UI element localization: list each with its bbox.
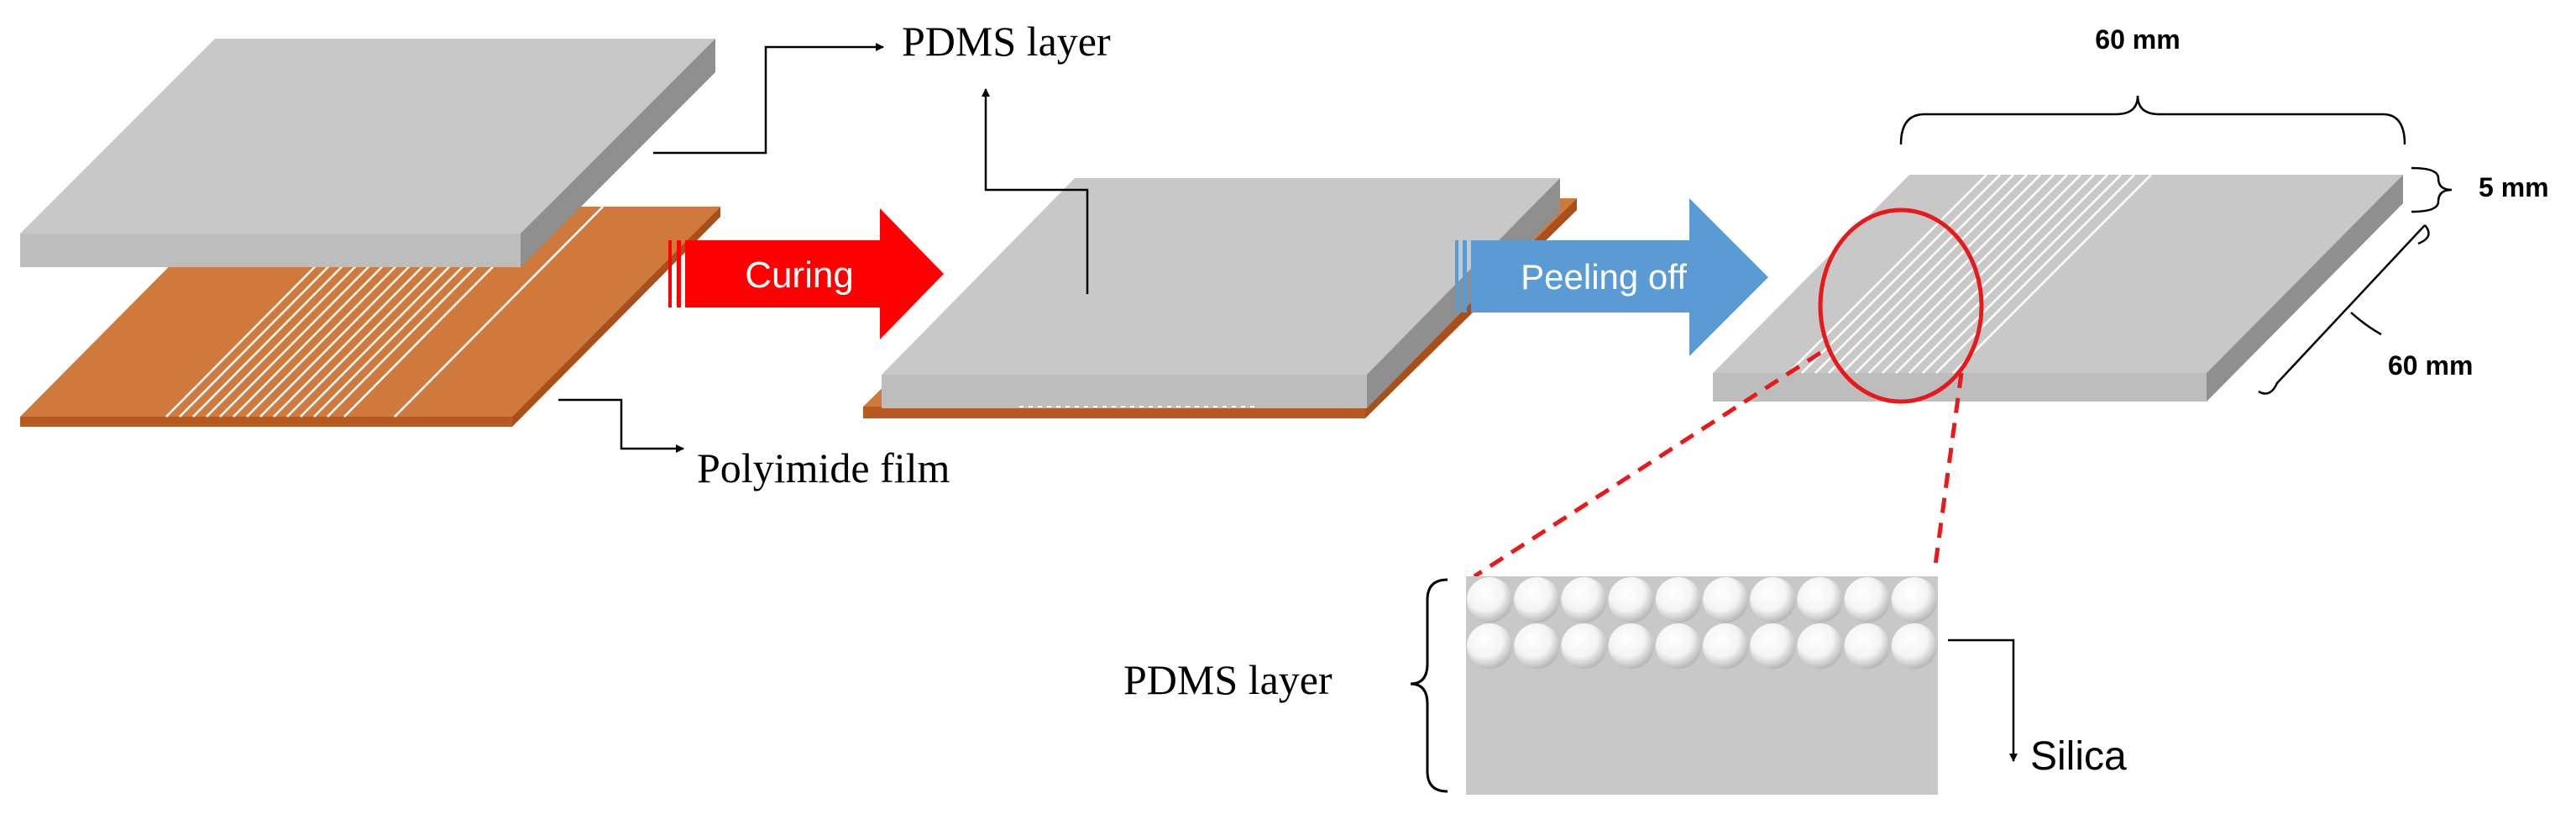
- pdms-layer-step1: [20, 39, 715, 267]
- thickness-dimension-label: 5 mm: [2479, 172, 2549, 202]
- polyimide-film-label: Polyimide film: [697, 444, 950, 491]
- peeled-pdms-sheet-step3: [1713, 174, 2403, 402]
- width-dimension-label: 60 mm: [2095, 24, 2180, 55]
- silica-particle: [1655, 623, 1701, 670]
- thickness-dimension-brace: [2411, 166, 2453, 213]
- silica-particle: [1514, 623, 1560, 670]
- silica-particle: [1703, 577, 1749, 623]
- depth-dimension-bracket: [2258, 224, 2430, 395]
- silica-particle: [1844, 623, 1890, 670]
- highlight-circle: [1818, 208, 1984, 404]
- pdms-leader-line: [653, 43, 884, 155]
- curing-arrow: [668, 208, 944, 339]
- pdms-leader-line-step2: [982, 88, 1089, 294]
- silica-particle: [1703, 623, 1749, 670]
- silica-particles: [1467, 577, 1937, 670]
- silica-particle: [1561, 577, 1607, 623]
- silica-particle: [1844, 577, 1890, 623]
- silica-particle: [1467, 577, 1513, 623]
- cured-stack-step2: [863, 178, 1577, 418]
- curing-label: Curing: [745, 255, 854, 296]
- silica-particle: [1655, 577, 1701, 623]
- pdms-layer-label-top: PDMS layer: [902, 18, 1111, 65]
- silica-particle: [1514, 577, 1560, 623]
- peeling-off-arrow: [1455, 198, 1768, 356]
- silica-leader-line: [1948, 638, 2018, 762]
- silica-particle: [1750, 623, 1796, 670]
- silica-particle: [1608, 577, 1654, 623]
- peeling-off-label: Peeling off: [1521, 257, 1687, 297]
- silica-label: Silica: [2030, 734, 2127, 779]
- silica-particle: [1561, 623, 1607, 670]
- silica-particle: [1797, 623, 1843, 670]
- pdms-section-brace: [1410, 578, 1448, 793]
- silica-particle: [1891, 623, 1937, 670]
- silica-particle: [1608, 623, 1654, 670]
- silica-particle: [1750, 577, 1796, 623]
- cross-section-detail: [1466, 576, 1938, 795]
- polyimide-leader-line: [558, 398, 684, 453]
- pdms-section-label: PDMS layer: [1123, 656, 1333, 703]
- silica-particle: [1797, 577, 1843, 623]
- zoom-line-right: [1932, 372, 1964, 572]
- transferred-electrode-lines: [1788, 174, 2152, 374]
- silica-particle: [1467, 623, 1513, 670]
- depth-dimension-label: 60 mm: [2388, 350, 2473, 381]
- silica-particle: [1891, 577, 1937, 623]
- width-dimension-brace: [1899, 95, 2406, 145]
- zoom-line-left: [1473, 350, 1822, 579]
